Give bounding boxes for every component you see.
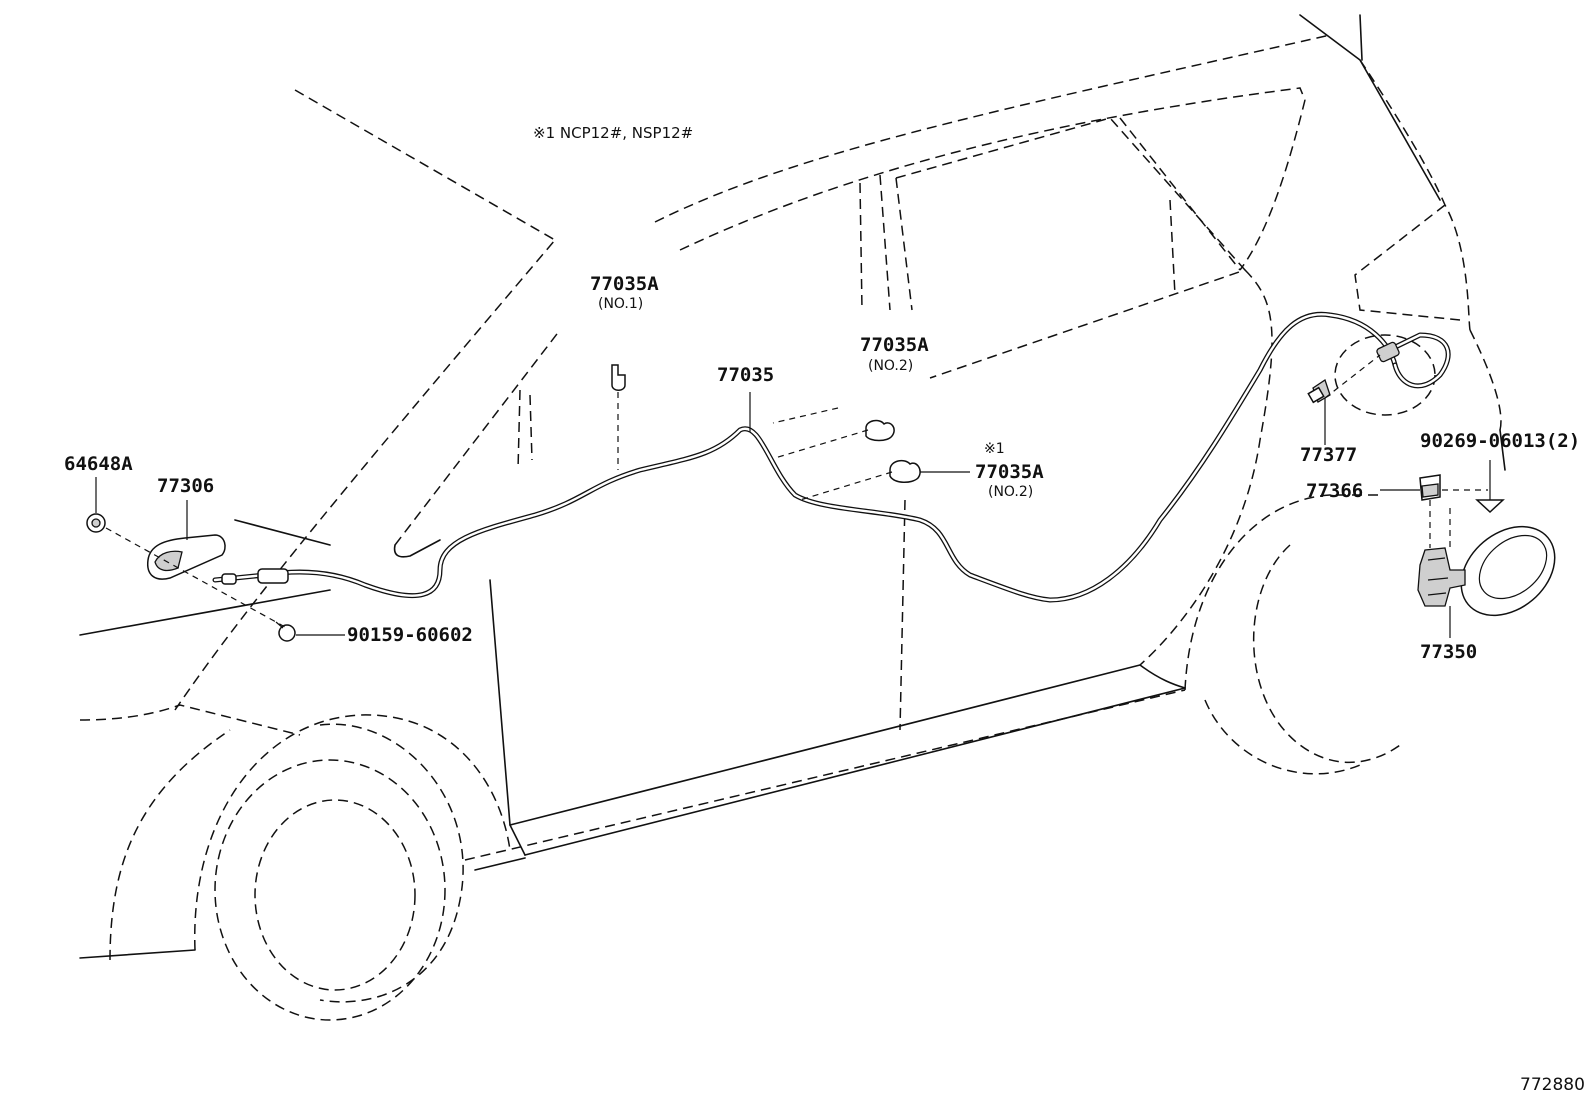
clamp-no2a-part: [865, 419, 895, 442]
callout-77035A-no1: 77035A: [590, 273, 659, 295]
callout-77306: 77306: [157, 475, 214, 497]
rear-lower: [1499, 429, 1506, 471]
roof-line: [654, 34, 1331, 223]
fender-top: [234, 519, 331, 546]
fuel-opening: [1334, 334, 1436, 416]
rear-pillar: [1359, 59, 1471, 331]
leader-lines: [95, 354, 1488, 638]
clamp-no1-part: [611, 364, 626, 391]
applicability-note: ※1 NCP12#, NSP12#: [533, 124, 693, 142]
bumper-line: [79, 704, 301, 736]
front-door-post: [517, 389, 521, 471]
b-pillar-front: [859, 182, 863, 311]
callout-77035A-no2b-mark: ※1: [984, 441, 1005, 457]
sill-dash: [464, 689, 1186, 861]
callout-77377: 77377: [1300, 444, 1357, 466]
lid-screw-part: [1475, 499, 1505, 514]
front-wheel: [214, 759, 446, 1021]
hood-line: [294, 89, 556, 241]
rear-window-edge: [1119, 117, 1241, 271]
callout-77035A-no1-sub: (NO.1): [598, 296, 643, 312]
fuel-lid-hinge: [1417, 547, 1466, 607]
callout-90159-60602: 90159-60602: [347, 624, 473, 646]
callout-64648A: 64648A: [64, 453, 133, 475]
door-split: [899, 499, 906, 731]
fuel-lid-part: [1460, 525, 1556, 617]
screw-part: [278, 624, 296, 642]
callout-77350: 77350: [1420, 641, 1477, 663]
front-door-front: [489, 579, 526, 856]
front-tire-outer: [319, 723, 464, 1003]
rear-door-edge: [1139, 269, 1273, 666]
b-pillar-rear: [895, 177, 913, 311]
rear-quarter-edge: [1469, 329, 1502, 431]
callout-77035: 77035: [717, 364, 774, 386]
diagram-reference-number: 772880: [1520, 1075, 1585, 1095]
mirror-base: [393, 539, 441, 558]
tail-lamp: [1354, 204, 1461, 321]
callout-77035A-no2b: 77035A: [975, 461, 1044, 483]
rear-wheel: [1253, 544, 1401, 763]
opener-cable: [212, 311, 1451, 603]
callout-77366: 77366: [1306, 480, 1363, 502]
d-pillar: [1239, 99, 1306, 271]
hood-edge: [79, 589, 331, 636]
front-bumper: [109, 729, 231, 961]
sill-top: [524, 687, 1186, 856]
parts: [86, 364, 1556, 642]
sill-front: [474, 857, 526, 871]
rear-window: [895, 117, 1247, 379]
front-lower: [79, 949, 196, 959]
rear-tire: [1204, 699, 1361, 775]
cable-end-body: [1307, 386, 1325, 404]
b-pillar-mid: [879, 174, 891, 311]
callout-77035A-no2a-sub: (NO.2): [868, 358, 913, 374]
windshield-inner: [394, 329, 561, 546]
callout-77035A-no2b-sub: (NO.2): [988, 484, 1033, 500]
rear-window-div: [1169, 199, 1176, 296]
vehicle-outline: [79, 14, 1506, 1021]
callout-77035A-no2a: 77035A: [860, 334, 929, 356]
cable-front-end: [221, 573, 237, 585]
clamp-no2b-part: [889, 459, 921, 483]
front-rim: [254, 799, 416, 991]
a-pillar: [174, 239, 556, 711]
rear-spoiler: [1359, 14, 1363, 61]
front-door-post2: [529, 394, 533, 461]
grommet-center: [91, 518, 101, 528]
callout-90269-06013: 90269-06013(2): [1420, 430, 1580, 452]
rear-arch: [1184, 494, 1380, 691]
cable-front-fitting: [257, 568, 289, 584]
rear-roof-edge: [1299, 14, 1441, 201]
front-arch: [194, 714, 511, 951]
roof-inner: [679, 87, 1306, 251]
door-bottom: [509, 664, 1186, 826]
